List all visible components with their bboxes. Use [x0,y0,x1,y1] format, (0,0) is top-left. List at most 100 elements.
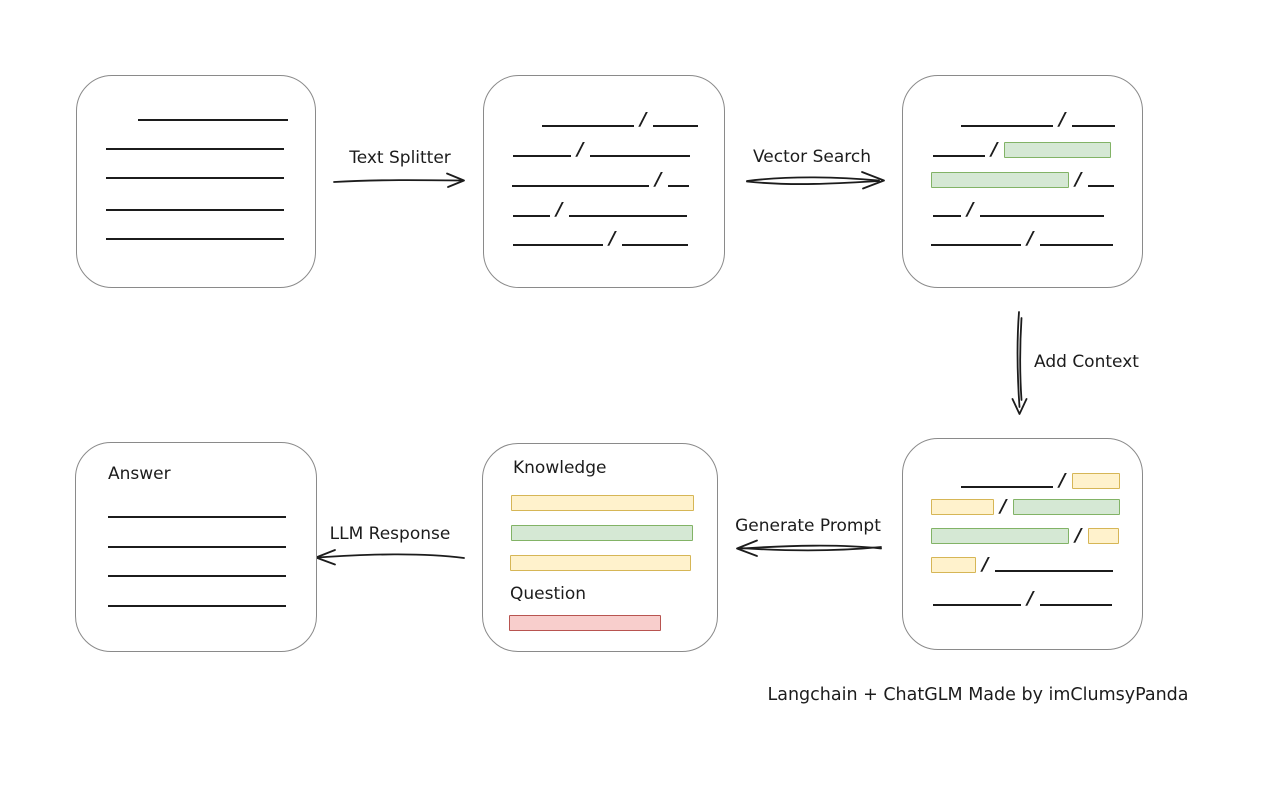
yellow-highlight-bar [1071,473,1120,489]
chunk-separator-slash: / [991,139,998,160]
vector-search-arrow [746,171,885,190]
text-splitter-arrow [333,172,465,188]
text-line [589,155,690,157]
chunk-row: / [931,228,1113,249]
green-highlight-bar [931,528,1069,544]
chunk-row [509,613,661,631]
text-line [106,148,284,150]
chunk-row [108,590,286,608]
yellow-highlight-bar [1087,528,1119,544]
text-splitter-label: Text Splitter [349,148,451,168]
text-line [513,155,571,157]
text-line [994,570,1113,572]
text-line [652,125,698,127]
chunk-row: Knowledge [513,458,607,478]
chunk-row: / [513,228,688,249]
chunk-row [138,104,288,122]
chunk-separator-slash: / [1027,228,1034,249]
text-line [106,209,284,211]
text-line [621,244,688,246]
chunk-row: / [931,526,1119,545]
text-line [979,215,1104,217]
generate-prompt-label: Generate Prompt [735,516,881,536]
chunk-row: / [961,470,1120,491]
text-line [961,125,1053,127]
chunk-separator-slash: / [577,139,584,160]
chunk-separator-slash: / [640,109,647,130]
chunk-separator-slash: / [609,228,616,249]
chunk-row [106,223,284,241]
green-highlight-bar [1003,142,1111,158]
chunk-row [106,162,284,180]
text-line [138,119,288,121]
box-label: Knowledge [513,458,607,478]
chunk-row: Answer [108,464,171,484]
answer-box: Answer [75,442,317,652]
text-line [106,177,284,179]
text-line [931,244,1021,246]
red-highlight-bar [509,615,661,631]
generate-prompt-arrow [736,539,882,557]
vector-search-label: Vector Search [753,147,871,167]
chunk-separator-slash: / [967,199,974,220]
text-line [512,185,649,187]
text-line [933,155,985,157]
chunk-row [106,133,284,151]
chunk-separator-slash: / [556,199,563,220]
chunk-row: / [931,497,1120,516]
add-context-label: Add Context [1034,352,1139,372]
yellow-highlight-bar [931,499,994,515]
chunk-separator-slash: / [1027,588,1034,609]
text-line [108,605,286,607]
text-line [961,486,1053,488]
green-highlight-bar [1012,499,1120,515]
chunk-separator-slash: / [1059,470,1066,491]
chunk-row: / [513,139,690,160]
box-label: Question [510,584,587,604]
chunk-row: / [512,169,689,190]
chunk-row: / [931,554,1113,575]
yellow-highlight-bar [510,555,691,571]
chunk-row: / [931,169,1114,190]
box-label: Answer [108,464,171,484]
green-highlight-bar [511,525,693,541]
chunk-row [108,560,286,578]
text-line [1039,604,1112,606]
text-line [1071,125,1115,127]
chunk-row: / [542,109,698,130]
text-line [106,238,284,240]
text-line [108,546,286,548]
chunk-separator-slash: / [1059,109,1066,130]
chunk-row [510,553,691,571]
text-line [542,125,634,127]
chunk-row [108,531,286,549]
chunk-row [106,194,284,212]
text-line [568,215,687,217]
llm-response-label: LLM Response [329,524,451,544]
chunk-row: / [513,199,687,220]
context-chunks-box: / / / / / [902,438,1143,650]
text-line [108,516,286,518]
credit-text: Langchain + ChatGLM Made by imClumsyPand… [767,685,1189,705]
chunk-separator-slash: / [1075,169,1082,190]
chunk-row: / [933,199,1104,220]
chunk-row [511,523,693,541]
yellow-highlight-bar [931,557,976,573]
vector-matched-chunks-box: / / / / / [902,75,1143,288]
chunk-separator-slash: / [982,554,989,575]
text-line [667,185,689,187]
chunk-row: / [933,139,1111,160]
chunk-row [511,493,694,511]
add-context-arrow [1011,311,1028,415]
text-line [1039,244,1113,246]
text-line [933,604,1021,606]
green-highlight-bar [931,172,1069,188]
chunk-row: / [961,109,1115,130]
source-document-box [76,75,316,288]
text-line [1087,185,1114,187]
llm-response-arrow [315,549,465,566]
yellow-highlight-bar [511,495,694,511]
chunk-separator-slash: / [655,169,662,190]
